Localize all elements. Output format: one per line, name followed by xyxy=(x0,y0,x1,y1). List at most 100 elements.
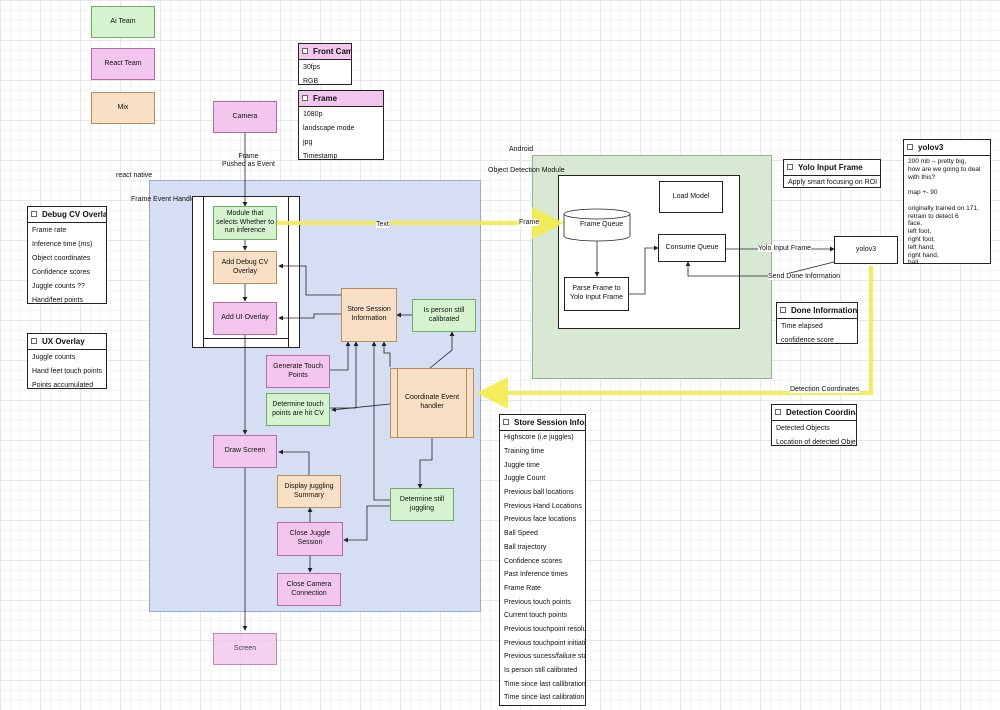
card-row: Previous sucess/failure status xyxy=(504,653,585,661)
card-row: Juggle Count xyxy=(504,475,546,483)
card-row: Highscore (i.e juggles) xyxy=(504,434,574,442)
card-ux-overlay-title: UX Overlay xyxy=(28,334,106,350)
frame-event-handler-label: Frame Event Handler xyxy=(131,196,198,203)
node-add-debug-overlay: Add Debug CV Overlay xyxy=(213,251,277,284)
edge-yolov3-consume xyxy=(685,261,835,277)
card-row: Ball trajectory xyxy=(504,543,547,551)
edge-label-yolo-input-frame: Yolo Input Frame xyxy=(758,245,812,252)
card-row: Frame rate xyxy=(32,226,67,234)
card-frame-title: Frame xyxy=(299,91,383,107)
edge-determine-store xyxy=(330,341,359,409)
card-debug-cv-title: Debug CV Overlay xyxy=(28,207,106,223)
card-store-session-information: Store Session Information Highscore (i.e… xyxy=(499,414,586,706)
node-close-juggle-session: Close Juggle Session xyxy=(277,522,343,556)
coordinate-handler-right-bar xyxy=(466,368,474,438)
card-front-camera: Front Camera 30fps RGB xyxy=(298,43,352,85)
card-ux-overlay: UX Overlay Juggle counts Hand feet touch… xyxy=(27,333,107,389)
node-generate-touch-points: Generate Touch Points xyxy=(266,355,330,388)
card-done-info-title: Done Information xyxy=(777,303,857,319)
edge-juggling-close xyxy=(343,505,390,543)
node-module-select: Module that selects Whether to run infer… xyxy=(213,206,277,240)
react-native-label: react native xyxy=(116,172,153,179)
edge-parse-consume xyxy=(629,245,659,295)
card-frame: Frame 1080p landscape mode jpg Timestamp xyxy=(298,90,384,160)
legend-mix: Mix xyxy=(91,92,155,124)
edge-label-frame: Frame xyxy=(519,219,540,226)
card-row: Current touch points xyxy=(504,612,568,620)
card-row: Juggle counts ?? xyxy=(32,282,85,290)
edge-store-ui xyxy=(278,313,341,321)
card-row: Detected Objects xyxy=(776,424,830,432)
node-parse-frame: Parse Frame to Yolo Input Frame xyxy=(564,277,629,311)
card-row: Time elapsed xyxy=(781,322,823,330)
card-row: Ball Speed xyxy=(504,530,538,538)
node-is-person-calibrated: Is person still calibrated xyxy=(412,299,476,332)
node-close-camera-connection: Close Camera Connection xyxy=(277,573,341,606)
edge-label-send-done: Send Done Information xyxy=(768,273,840,280)
card-front-camera-title: Front Camera xyxy=(299,44,351,60)
card-row: Confidence scores xyxy=(32,268,90,276)
node-consume-queue: Consume Queue xyxy=(658,234,726,262)
card-row: jpg xyxy=(303,138,313,146)
card-store-session-title: Store Session Information xyxy=(500,415,585,431)
edge-generate-store xyxy=(330,341,351,371)
edge-coord-touch xyxy=(331,403,391,412)
card-done-information: Done Information Time elapsed confidence… xyxy=(776,302,858,344)
node-determine-still-juggling: Determine still juggling xyxy=(390,488,454,521)
card-row: 1080p xyxy=(303,110,323,118)
node-determine-touch-points: Determine touch points are hit CV xyxy=(266,393,330,426)
card-row: Hand/feet points xyxy=(32,296,83,304)
edge-detection-yellow xyxy=(476,266,873,409)
frame-queue-cylinder xyxy=(563,208,631,242)
card-row: Timestamp xyxy=(303,152,338,160)
edge-label-text: Text xyxy=(376,221,389,228)
node-screen: Screen xyxy=(213,633,277,665)
card-row: Previous Hand Locations xyxy=(504,502,582,510)
card-row: Time since last callibration xyxy=(504,680,585,688)
card-row: Hand feet touch points xyxy=(32,367,103,375)
node-yolov3: yolov3 xyxy=(834,236,898,264)
frame-event-handler-left-bar xyxy=(192,196,204,348)
card-row: Confidence scores xyxy=(504,557,562,565)
edge-coord-store xyxy=(381,341,391,367)
card-row: Inference time (ms) xyxy=(32,240,93,248)
android-label: Android xyxy=(509,146,534,153)
node-coordinate-event-handler: Coordinate Event handler xyxy=(390,368,474,438)
node-store-session: Store Session Information xyxy=(341,288,397,342)
card-row: Object coordinates xyxy=(32,254,91,262)
card-row: Juggle counts xyxy=(32,353,76,361)
node-display-summary: Display juggling Summary xyxy=(277,475,341,508)
edge-store-debug xyxy=(278,263,341,296)
node-frame-queue: Frame Queue xyxy=(580,221,624,228)
edge-juggling-store xyxy=(371,341,390,501)
card-row: Previous touchpoint initiation xyxy=(504,639,585,647)
node-add-ui-overlay: Add UI Overlay xyxy=(213,302,277,335)
node-load-model: Load Model xyxy=(659,181,723,213)
node-camera: Camera xyxy=(213,101,277,133)
coordinate-handler-left-bar xyxy=(390,368,398,438)
edge-display-draw xyxy=(278,449,310,477)
card-debug-cv-overlay: Debug CV Overlay Frame rate Inference ti… xyxy=(27,206,107,304)
card-yolov3: yolov3 200 mb -- pretty big, how are we … xyxy=(903,139,991,266)
card-row: Juggle time xyxy=(504,461,540,469)
card-row: Time since last calibration xyxy=(504,694,585,702)
card-row: Points accumulated xyxy=(32,381,94,389)
card-row: Is person still calibrated xyxy=(504,667,578,675)
edge-label-detection-coordinates: Detection Coordinates xyxy=(790,386,860,393)
card-detection-title: Detection Coordinates xyxy=(772,405,856,421)
card-yolo-input-frame: Yolo Input Frame Apply smart focusing on… xyxy=(783,159,881,188)
edge-coord-person xyxy=(429,331,455,369)
node-frame-pushed: Frame Pushed as Event xyxy=(222,153,275,169)
card-row: Previous touch points xyxy=(504,598,571,606)
frame-event-handler-bottom-bar xyxy=(204,338,288,348)
edge-coord-juggling xyxy=(417,437,433,489)
card-row: Previous face locations xyxy=(504,516,576,524)
card-row: landscape mode xyxy=(303,124,355,132)
card-row: Training time xyxy=(504,448,545,456)
legend-react-team: React Team xyxy=(91,48,155,80)
card-row: Location of detected Objects xyxy=(776,438,856,446)
legend-ai-team: Ai Team xyxy=(91,6,155,38)
card-row: 30fps xyxy=(303,63,321,71)
card-yolov3-title: yolov3 xyxy=(904,140,990,156)
